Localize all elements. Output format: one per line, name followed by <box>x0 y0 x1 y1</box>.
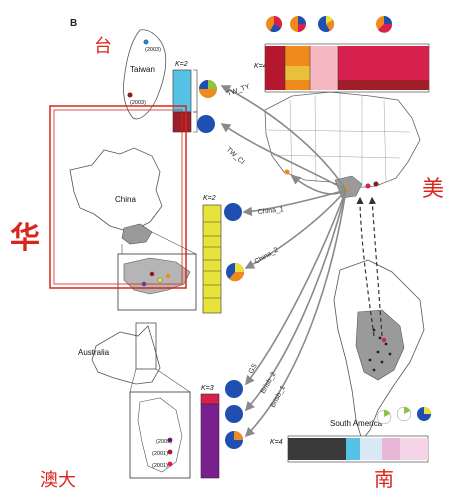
arrow-brisb-2 <box>244 189 347 412</box>
aus-connector-right <box>155 368 191 393</box>
arrow-sa-2 <box>368 196 383 337</box>
inset-connector-right <box>151 231 197 255</box>
introduction-arrows <box>220 85 347 438</box>
usa-k-label: K=4 <box>254 63 267 70</box>
south-america-pie-1 <box>376 409 392 425</box>
route-china-1: China_1 <box>257 206 284 216</box>
route-tw-ci: TW_CI <box>225 146 246 166</box>
panel-label: B <box>70 18 77 29</box>
taiwan-map: Taiwan (2003) (2003) <box>123 29 167 120</box>
aus-connector-left <box>129 368 137 393</box>
route-brisb-2: Brisb_2 <box>260 371 278 395</box>
china-bar-stripes <box>203 221 221 299</box>
annotation-mei: 美 <box>422 177 444 202</box>
guangdong-region <box>121 223 153 245</box>
taiwan-year-top: (2003) <box>145 47 161 53</box>
arrow-china-2 <box>244 189 347 269</box>
arrow-tw-ty <box>220 85 347 191</box>
pie-tw-ci <box>197 115 215 133</box>
south-america-label: South America <box>330 419 383 428</box>
china-inset-region <box>123 257 191 295</box>
china-site-2 <box>157 277 163 283</box>
taiwan-outline <box>123 29 167 120</box>
pie-china-1 <box>224 203 242 221</box>
south-america-site-red <box>381 337 387 343</box>
arrow-brisb-1 <box>244 189 347 438</box>
australia-bar-red <box>200 393 220 405</box>
pie-brisb-1 <box>225 431 243 449</box>
pie-brisb-2 <box>225 405 243 423</box>
taiwan-bracket-top <box>193 69 198 113</box>
aus-year-3: (2001) <box>152 463 168 469</box>
aus-year-2: (2001) <box>152 451 168 457</box>
taiwan-year-bottom: (2003) <box>130 100 146 106</box>
usa-pie-4 <box>376 16 393 33</box>
usa-pie-3 <box>318 15 335 32</box>
australia-k-label: K=3 <box>201 385 214 392</box>
pie-gs <box>225 380 243 398</box>
south-america-k-label: K=4 <box>270 439 283 446</box>
australia-label: Australia <box>78 348 110 357</box>
highlight-box-outer <box>49 105 187 289</box>
australia-bar-purple <box>200 403 220 479</box>
annotation-tai: 台 <box>94 36 112 57</box>
route-china-2: China_2 <box>254 247 280 266</box>
taiwan-k-label: K=2 <box>175 61 188 68</box>
taiwan-bracket-bottom <box>193 111 198 133</box>
south-america-arrows <box>356 196 383 337</box>
south-america-sites <box>368 328 392 372</box>
pie-tw-ty <box>199 80 217 98</box>
arrow-tw-ci <box>220 123 347 191</box>
usa-outline <box>264 91 421 189</box>
usa-state-lines <box>267 93 411 186</box>
china-label: China <box>115 195 136 204</box>
australia-inset-marker <box>135 322 157 370</box>
australia-map: Australia <box>78 322 161 385</box>
china-map: China <box>69 147 163 245</box>
usa-site-west <box>284 169 290 175</box>
usa-structure-plot <box>264 43 430 93</box>
aus-site-3 <box>167 461 173 467</box>
annotation-aodai: 澳大 <box>40 470 76 491</box>
usa-site-2 <box>365 183 371 189</box>
usa-site-3 <box>373 181 379 187</box>
route-gs: GS <box>248 362 259 375</box>
taiwan-site-north <box>143 39 149 45</box>
south-america-pie-2 <box>396 406 412 422</box>
arrow-usa-west <box>290 175 347 195</box>
australia-outline <box>91 325 161 385</box>
china-site-1 <box>149 271 155 277</box>
china-outline <box>69 147 163 233</box>
usa-map <box>264 91 421 199</box>
south-america-structure-plot <box>287 435 429 463</box>
aus-site-2 <box>167 449 173 455</box>
aus-site-1 <box>167 437 173 443</box>
south-america-map: South America <box>330 259 425 441</box>
usa-pie-1 <box>266 15 283 33</box>
taiwan-label: Taiwan <box>130 65 155 74</box>
pie-china-2 <box>226 263 245 282</box>
highlight-box-inner <box>53 109 183 285</box>
china-site-3 <box>165 273 171 279</box>
arrow-sa-1 <box>356 196 375 337</box>
annotation-nan: 南 <box>374 467 394 491</box>
china-k-label: K=2 <box>203 195 216 202</box>
aus-year-1: (2009) <box>156 439 172 445</box>
arrow-gs <box>245 189 347 386</box>
south-america-sample-region <box>355 309 405 381</box>
usa-pie-2 <box>290 16 306 32</box>
route-brisb-1: Brisb_1 <box>270 385 287 409</box>
china-bar <box>202 204 222 314</box>
taiwan-site-south <box>127 92 133 98</box>
south-america-pie-3 <box>417 407 431 421</box>
annotation-hua: 华 <box>10 221 40 256</box>
